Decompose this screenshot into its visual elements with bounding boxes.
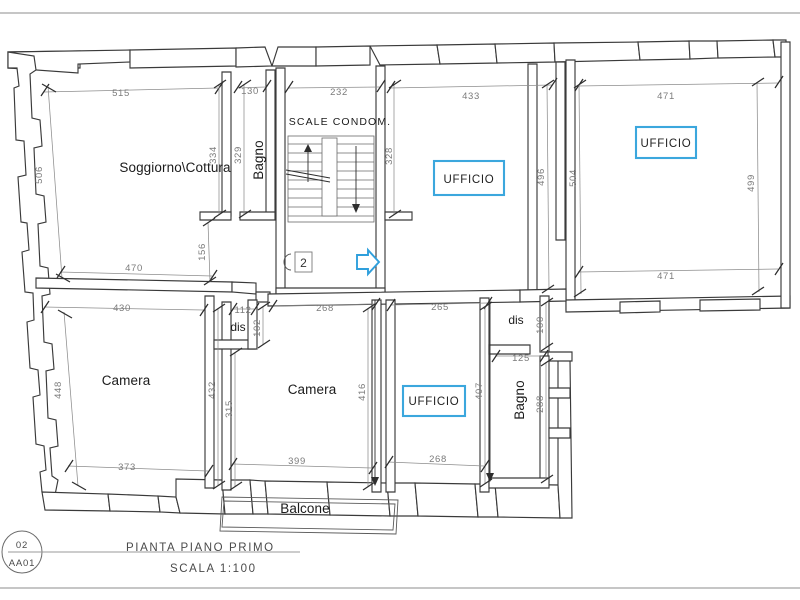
dim-433: 433 [462, 91, 480, 102]
dim-407: 407 [474, 382, 485, 400]
room-label-dis-left: dis [230, 320, 245, 334]
dim-471-bottom: 471 [657, 271, 675, 282]
ufficio-label-bottom: UFFICIO [409, 396, 460, 408]
dim-100: 100 [535, 316, 546, 334]
dim-130: 130 [241, 86, 259, 97]
ufficio-label-top-center: UFFICIO [444, 174, 495, 186]
dim-125: 125 [512, 353, 530, 364]
dim-496: 496 [536, 168, 547, 186]
dim-265: 265 [431, 302, 449, 313]
dim-268-top: 268 [316, 303, 334, 314]
sheet-code: AA01 [9, 558, 35, 569]
door-marker: 2 [283, 251, 313, 273]
dim-334: 334 [208, 146, 219, 164]
dim-430: 430 [113, 303, 131, 314]
title-block: 02 AA01 PIANTA PIANO PRIMO SCALA 1:100 [1, 530, 300, 575]
balcone-outline [219, 496, 399, 535]
room-labels: Soggiorno\Cottura Bagno Camera Camera Ba… [102, 116, 527, 516]
dim-499: 499 [746, 174, 757, 192]
dim-471-top: 471 [657, 91, 675, 102]
ufficio-box-top-center[interactable]: UFFICIO [432, 159, 506, 197]
stair-label: SCALE CONDOM. [289, 116, 391, 128]
entry-arrow-icon [356, 247, 381, 277]
door-marker-number: 2 [300, 256, 307, 270]
dim-156: 156 [197, 243, 208, 261]
room-label-camera-center: Camera [288, 382, 337, 397]
sheet-frame [0, 12, 800, 589]
room-label-balcone: Balcone [280, 501, 330, 516]
dim-432: 432 [207, 381, 218, 399]
ufficio-box-top-right[interactable]: UFFICIO [634, 125, 698, 160]
dim-102: 102 [252, 319, 263, 337]
dimension-lines [40, 75, 784, 491]
dim-504: 504 [568, 169, 579, 187]
sheet-number: 02 [16, 540, 28, 551]
dim-399: 399 [288, 456, 306, 467]
dim-506: 506 [34, 166, 45, 184]
dim-315: 315 [224, 400, 235, 418]
drawing-title: PIANTA PIANO PRIMO [126, 542, 275, 554]
room-label-bagno-top: Bagno [251, 140, 266, 180]
dim-232: 232 [330, 87, 348, 98]
dim-416: 416 [357, 383, 368, 401]
room-label-bagno-bottom: Bagno [512, 380, 527, 420]
ufficio-box-bottom[interactable]: UFFICIO [401, 384, 467, 418]
dim-515: 515 [112, 88, 130, 99]
room-label-dis-right: dis [508, 313, 523, 327]
dim-112: 112 [235, 305, 252, 316]
dim-470: 470 [125, 263, 143, 274]
dim-328: 328 [384, 147, 395, 165]
interior-walls [35, 41, 791, 493]
dimension-labels: 515 130 232 433 471 506 334 329 328 496 … [34, 86, 757, 473]
staircase [285, 135, 375, 223]
ufficio-boxes: UFFICIO UFFICIO UFFICIO [401, 125, 698, 418]
ufficio-label-top-right: UFFICIO [641, 138, 692, 150]
dim-448: 448 [53, 381, 64, 399]
dim-329: 329 [233, 146, 244, 164]
dim-288: 288 [535, 395, 546, 413]
dim-373: 373 [118, 462, 136, 473]
room-label-camera-left: Camera [102, 373, 151, 388]
drawing-scale: SCALA 1:100 [170, 563, 257, 575]
dim-268-bottom: 268 [429, 454, 447, 465]
room-label-soggiorno: Soggiorno\Cottura [119, 160, 231, 175]
